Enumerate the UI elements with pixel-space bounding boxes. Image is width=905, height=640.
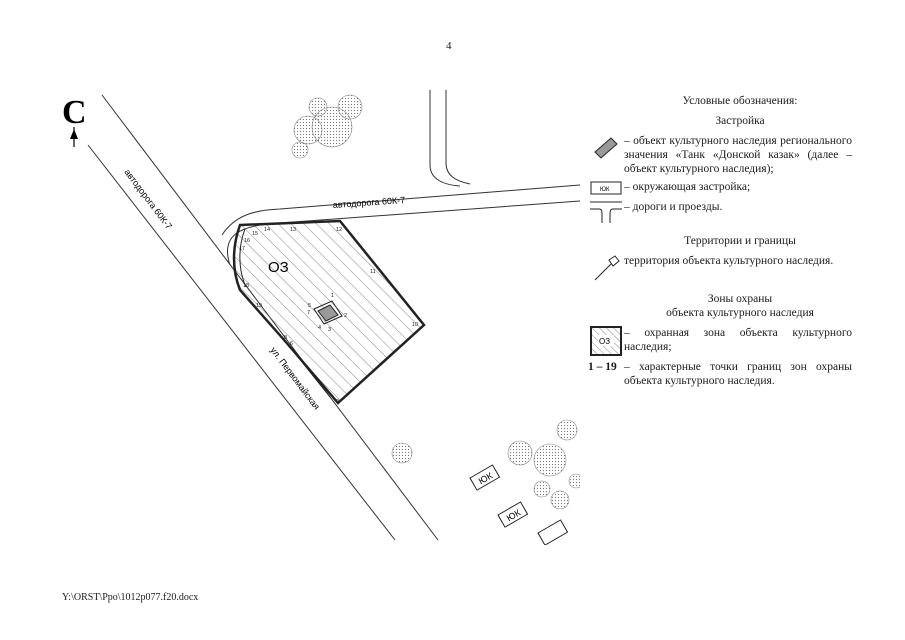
- north-label: С: [62, 94, 87, 131]
- surrounding-building-3[interactable]: [537, 519, 569, 545]
- point-13: 13: [290, 227, 296, 233]
- protection-zone-icon: ОЗ: [588, 326, 624, 356]
- point-9: 9: [336, 399, 339, 405]
- legend-section-zones-1: Зоны охраны: [707, 293, 773, 305]
- point-1: 1: [331, 293, 334, 299]
- legend-row-heritage: – объект культурного наследия региональн…: [588, 134, 852, 176]
- surrounding-building-1[interactable]: ЮК: [469, 464, 501, 491]
- legend-row-surrounding: ЮК – окружающая застройка;: [588, 180, 852, 196]
- point-8: 8: [284, 335, 287, 341]
- legend-zone-symbol: ОЗ: [599, 337, 610, 346]
- legend-points-text: – характерные точки границ зон охраны об…: [624, 361, 852, 387]
- territory-pin-icon: [588, 254, 624, 282]
- legend-zone-text: – охранная зона объекта культурного насл…: [624, 327, 852, 353]
- point-4: 4: [318, 325, 321, 331]
- point-15: 15: [252, 231, 258, 237]
- point-7: 7: [307, 310, 310, 316]
- tree-cluster-north: [291, 94, 363, 159]
- point-19: 19: [256, 303, 262, 309]
- road-icon: [588, 200, 624, 224]
- street-strip: [281, 336, 331, 398]
- point-14: 14: [264, 227, 270, 233]
- legend-roads-text: – дороги и проезды.: [624, 201, 723, 213]
- legend-points-num: 1 – 19: [588, 361, 617, 373]
- legend-row-roads: – дороги и проезды.: [588, 200, 852, 224]
- legend-heritage-text: – объект культурного наследия региональн…: [624, 135, 852, 175]
- boundary-points: 1 2 3 4 5 6 7 8 9 10 11 12 13 14 15 16 1…: [239, 227, 418, 405]
- site-map: С ОЗ автодорога 60К-7 автодорога 60К: [62, 90, 580, 545]
- legend-section-zones-2: объекта культурного наследия: [666, 307, 814, 319]
- legend-surrounding-symbol: ЮК: [600, 187, 610, 193]
- surrounding-building-2[interactable]: ЮК: [497, 501, 529, 528]
- legend-surrounding-text: – окружающая застройка;: [624, 181, 751, 193]
- legend-territory-text: территория объекта культурного наследия.: [624, 255, 834, 267]
- point-2: 2: [344, 313, 347, 319]
- page-number: 4: [446, 40, 452, 52]
- point-3: 3: [328, 327, 331, 333]
- point-17: 17: [239, 246, 245, 252]
- point-5: 5: [308, 303, 311, 309]
- legend-row-territory: территория объекта культурного наследия.: [588, 254, 852, 282]
- point-18: 18: [243, 283, 249, 289]
- point-16: 16: [244, 238, 250, 244]
- point-11: 11: [370, 269, 376, 275]
- legend-title: Условные обозначения:: [682, 95, 798, 107]
- north-arrow: С: [62, 94, 87, 147]
- legend-section-territories: Территории и границы: [684, 235, 796, 247]
- heritage-object[interactable]: [313, 300, 343, 325]
- tree-cluster-south: [391, 419, 580, 510]
- footer-file-path: Y:\ORST\Ppo\1012p077.f20.docx: [62, 592, 199, 603]
- point-10: 10: [412, 322, 418, 328]
- zone-label: ОЗ: [268, 259, 289, 276]
- legend-row-points: 1 – 19 – характерные точки границ зон ох…: [588, 360, 852, 388]
- legend-row-zone: ОЗ – охранная зона объекта культурного н…: [588, 326, 852, 356]
- surrounding-building-icon: ЮК: [588, 180, 624, 196]
- point-6: 6: [290, 341, 293, 347]
- point-12: 12: [336, 227, 342, 233]
- heritage-object-icon: [588, 134, 624, 160]
- road-label-horizontal: автодорога 60К-7: [332, 195, 405, 210]
- legend-section-buildings: Застройка: [715, 115, 765, 127]
- legend: Условные обозначения: Застройка – объект…: [588, 90, 852, 392]
